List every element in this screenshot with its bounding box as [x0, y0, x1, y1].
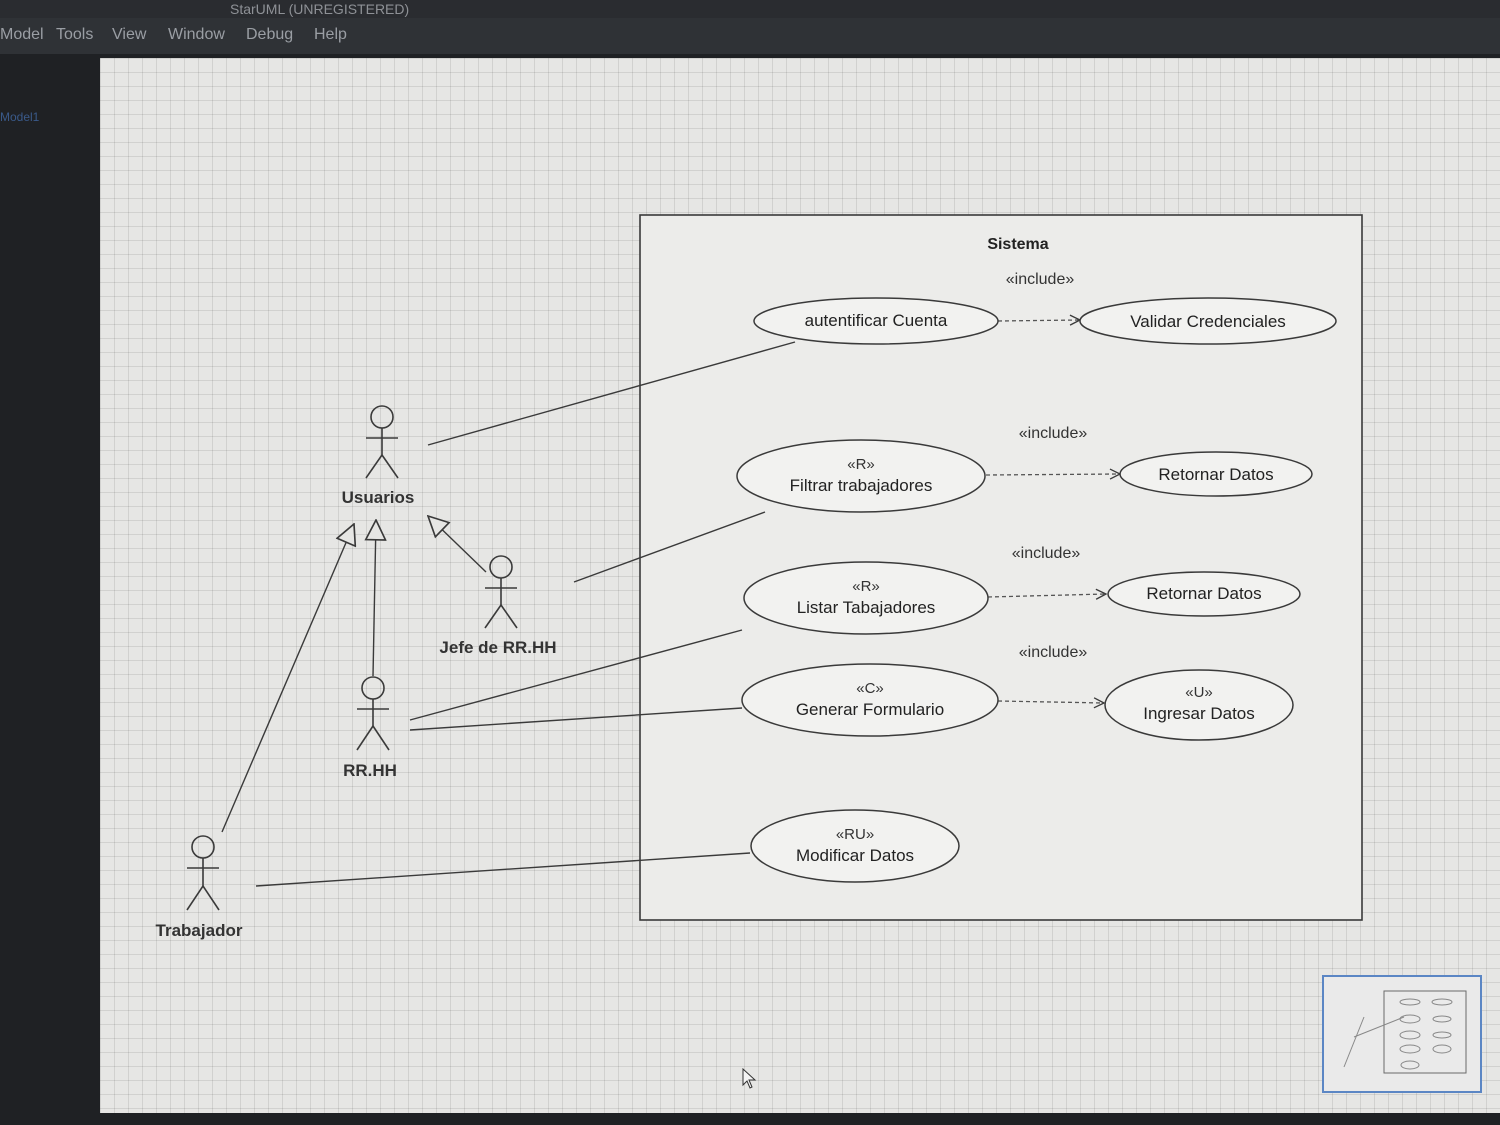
usecase-stereotype: «RU»	[836, 826, 874, 843]
system-name: Sistema	[987, 236, 1048, 253]
include-label: «include»	[1019, 425, 1088, 442]
minimap-preview	[1343, 990, 1467, 1074]
actor-rrhh[interactable]	[356, 676, 390, 751]
menu-debug[interactable]: Debug	[246, 26, 294, 43]
menu-tools[interactable]: Tools	[56, 26, 94, 43]
model-explorer-item[interactable]: Model1	[0, 110, 40, 124]
usecase-stereotype: «U»	[1185, 684, 1213, 701]
actor-label-rrhh: RR.HH	[343, 761, 397, 780]
usecase-listar-tabajadores[interactable]: «R» Listar Tabajadores	[743, 561, 989, 635]
usecase-stereotype: «R»	[847, 456, 875, 473]
actor-usuarios[interactable]	[365, 405, 399, 479]
usecase-filtrar-trabajadores[interactable]: «R» Filtrar trabajadores	[736, 439, 986, 513]
usecase-stereotype: «R»	[852, 578, 880, 595]
include-label: «include»	[1019, 644, 1088, 661]
usecase-ingresar-datos[interactable]: «U» Ingresar Datos	[1104, 669, 1294, 741]
usecase-name: Retornar Datos	[1158, 465, 1273, 484]
diagram-minimap[interactable]	[1322, 975, 1482, 1093]
actor-head-icon	[191, 835, 215, 859]
include-label: «include»	[1006, 271, 1075, 288]
generalization-trabajador-usuarios[interactable]	[221, 524, 354, 833]
usecase-name: Retornar Datos	[1146, 584, 1261, 603]
usecase-name: autentificar Cuenta	[805, 311, 948, 330]
usecase-name: Ingresar Datos	[1143, 704, 1255, 723]
usecase-name: Modificar Datos	[796, 846, 914, 865]
usecase-retornar-datos-2[interactable]: Retornar Datos	[1107, 571, 1301, 617]
generalization-rrhh-usuarios[interactable]	[373, 520, 376, 677]
usecase-retornar-datos-1[interactable]: Retornar Datos	[1119, 451, 1313, 497]
menu-window[interactable]: Window	[168, 26, 225, 43]
include-generar-ingresar[interactable]	[997, 701, 1104, 703]
usecase-validar-credenciales[interactable]: Validar Credenciales	[1079, 297, 1337, 345]
actor-label-jefe: Jefe de RR.HH	[439, 638, 556, 657]
association-rrhh-generar[interactable]	[409, 707, 743, 731]
association-trabajador-modificar[interactable]	[255, 852, 751, 887]
menu-model[interactable]: Model	[0, 26, 44, 43]
association-jefe-filtrar[interactable]	[573, 511, 766, 583]
association-usuarios-autentificar[interactable]	[427, 341, 796, 446]
actor-head-icon	[489, 555, 513, 579]
usecase-generar-formulario[interactable]: «C» Generar Formulario	[741, 663, 999, 737]
usecase-name: Validar Credenciales	[1130, 312, 1286, 331]
mouse-cursor-icon	[742, 1068, 757, 1089]
usecase-autentificar-cuenta[interactable]: autentificar Cuenta	[753, 297, 999, 345]
include-listar-retornar[interactable]	[987, 594, 1106, 597]
actor-head-icon	[361, 676, 385, 700]
window-title: StarUML (UNREGISTERED)	[230, 1, 410, 17]
usecase-stereotype: «C»	[856, 680, 884, 697]
window-titlebar: StarUML (UNREGISTERED)	[0, 0, 1500, 18]
actor-jefe-rrhh[interactable]	[484, 555, 518, 629]
usecase-name: Generar Formulario	[796, 700, 944, 719]
association-rrhh-listar[interactable]	[409, 629, 743, 721]
include-filtrar-retornar[interactable]	[985, 474, 1120, 475]
actor-trabajador[interactable]	[186, 835, 220, 911]
include-label: «include»	[1012, 545, 1081, 562]
usecase-name: Listar Tabajadores	[797, 598, 936, 617]
usecase-modificar-datos[interactable]: «RU» Modificar Datos	[750, 809, 960, 883]
menu-help[interactable]: Help	[314, 26, 347, 43]
usecase-name: Filtrar trabajadores	[790, 476, 933, 495]
actor-head-icon	[370, 405, 394, 429]
actor-label-trabajador: Trabajador	[156, 921, 243, 940]
generalization-jefe-usuarios[interactable]	[428, 516, 487, 573]
actor-label-usuarios: Usuarios	[342, 488, 415, 507]
menu-view[interactable]: View	[112, 26, 147, 43]
menu-bar: Model Tools View Window Debug Help	[0, 18, 1500, 54]
